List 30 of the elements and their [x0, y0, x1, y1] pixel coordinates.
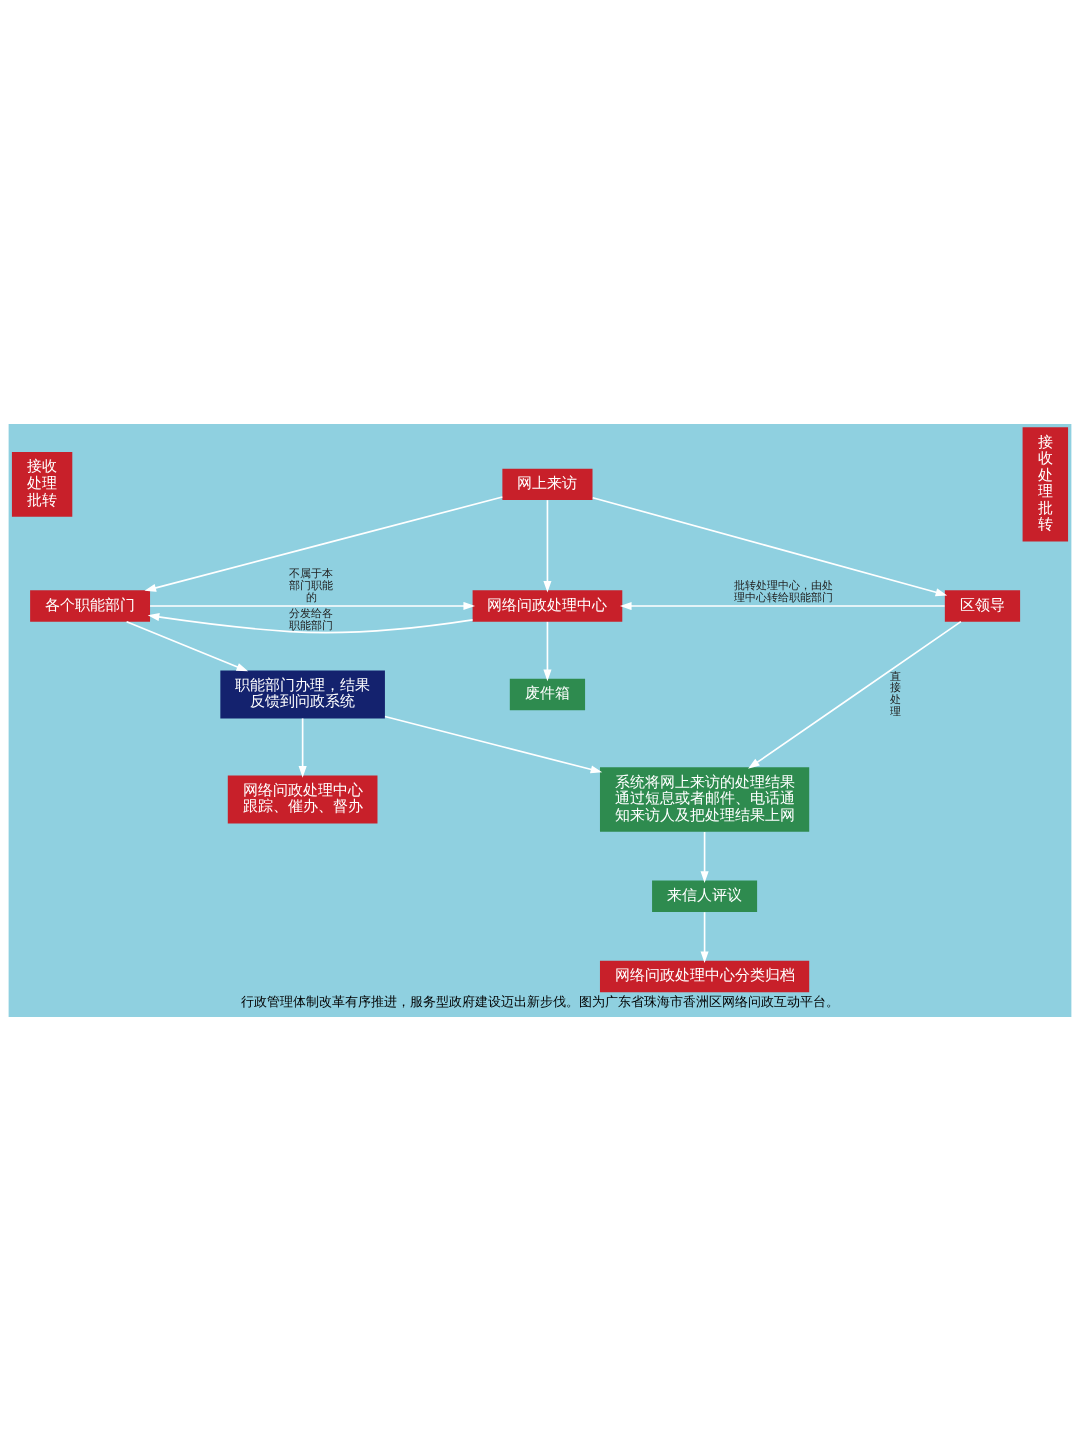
arrow: [543, 499, 552, 593]
edge-label: 分发给各职能部门: [289, 607, 334, 632]
arrow: [147, 613, 474, 634]
arrow: [149, 601, 476, 610]
edge-label: 批转处理中心，由处理中心转给职能部门: [734, 578, 834, 604]
node-box: 来信人评议: [652, 880, 758, 912]
arrow: [748, 620, 962, 769]
node-box: 系统将网上来访的处理结果通过短息或者邮件、电话通知来访人及把处理结果上网: [599, 767, 810, 832]
node-box: 网上来访: [502, 468, 593, 501]
arrow: [619, 601, 946, 610]
arrow: [700, 911, 709, 964]
arrow: [700, 831, 709, 883]
node-box: 接收处理批转: [1022, 427, 1069, 542]
arrow: [384, 715, 603, 774]
arrow: [591, 496, 948, 597]
node-box: 网络问政处理中心跟踪、催办、督办: [227, 775, 378, 824]
node-box: 网络问政处理中心: [472, 590, 623, 622]
node-box: 区领导: [944, 590, 1021, 622]
node-box: 接收处理批转: [11, 452, 73, 517]
arrow: [543, 621, 552, 682]
arrow: [144, 496, 504, 592]
node-box: 各个职能部门: [30, 590, 151, 622]
node-box: 职能部门办理，结果反馈到问政系统: [220, 670, 385, 719]
node-box: 废件箱: [509, 678, 586, 711]
caption: 行政管理体制改革有序推进，服务型政府建设迈出新步伐。图为广东省珠海市香洲区网络问政互动平台。: [241, 994, 839, 1010]
arrow: [298, 717, 307, 778]
edge-label: 不属于本部门职能的: [289, 567, 334, 604]
node-box: 网络问政处理中心分类归档: [599, 960, 810, 993]
edge-label: 直接处理: [889, 669, 901, 718]
arrow: [125, 620, 249, 672]
